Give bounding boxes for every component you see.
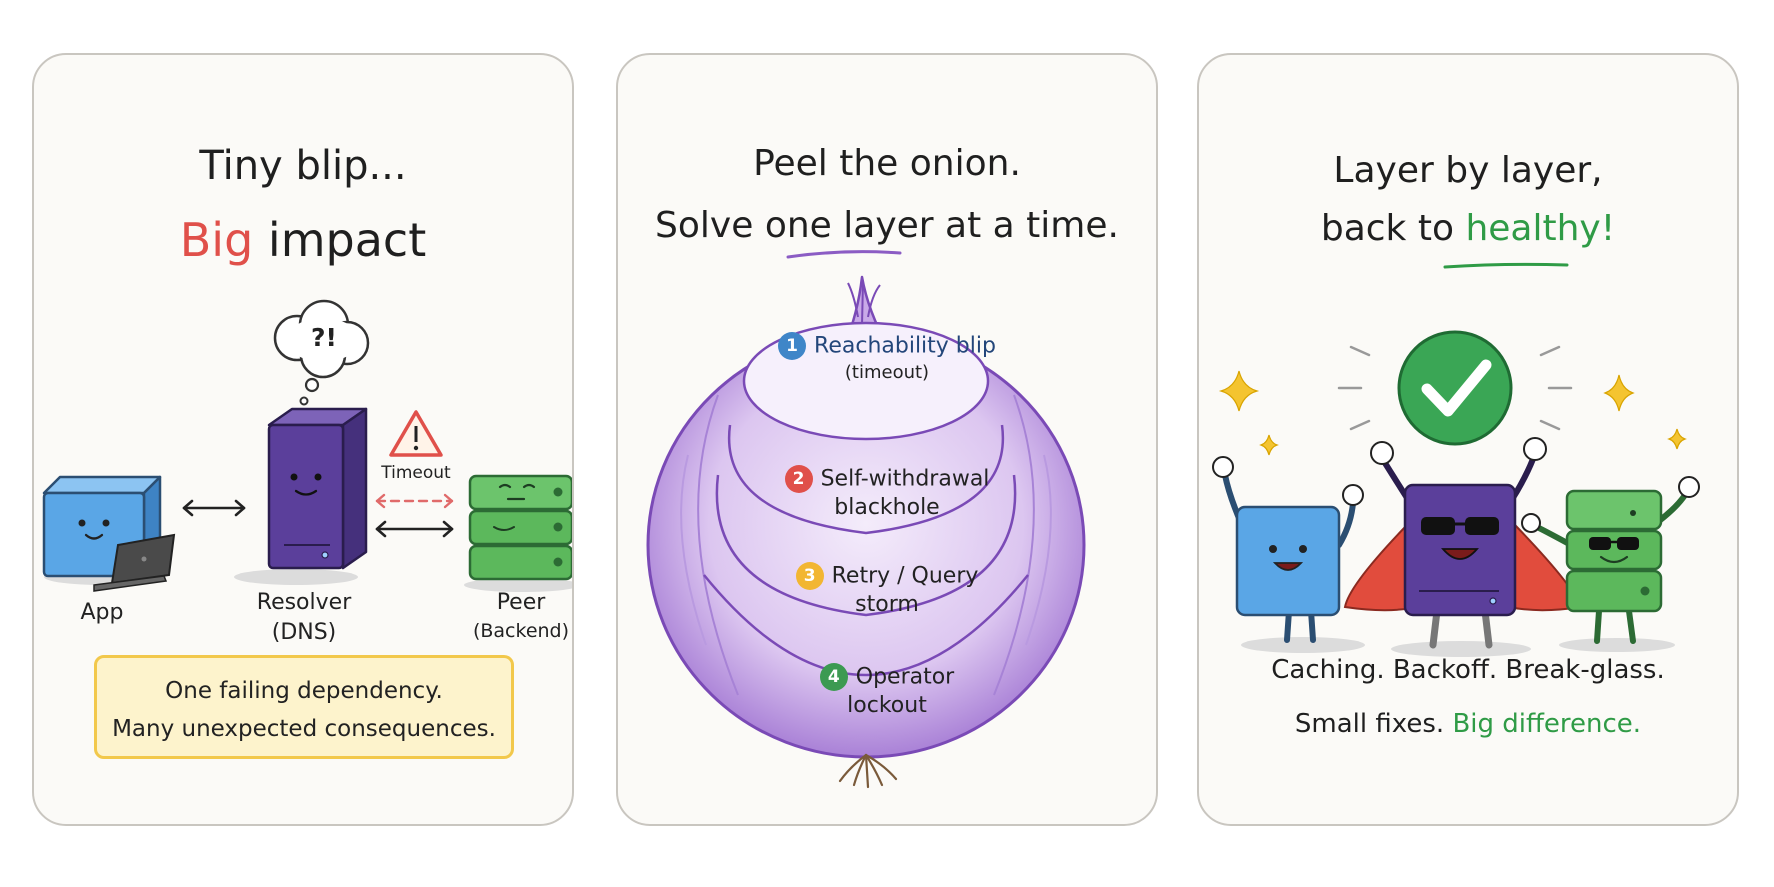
- layer-ring-2: [727, 424, 1005, 535]
- layer-ring-3: [715, 474, 1017, 617]
- callout-line1: One failing dependency.: [165, 678, 443, 704]
- callout-line2: Many unexpected consequences.: [112, 716, 496, 742]
- timeout-label: Timeout: [381, 463, 451, 483]
- thought-bubble: [273, 299, 370, 406]
- app-label: App: [80, 600, 124, 625]
- layer-3-subtitle: storm: [855, 592, 919, 617]
- app-character: [42, 475, 176, 592]
- layer-2-subtitle: blackhole: [834, 495, 940, 520]
- panel3-title-line1: Layer by layer,: [1333, 150, 1603, 191]
- healthy-underline: [1443, 262, 1569, 269]
- layer-3-badge: 3: [795, 562, 824, 590]
- panel1-illustration: [42, 299, 572, 592]
- purple-resolver-hero: [1343, 437, 1583, 657]
- layer-ring-1: [742, 321, 990, 441]
- layer-1-title: Reachability blip: [814, 333, 996, 359]
- healthy-highlight: healthy!: [1465, 208, 1616, 249]
- arrow-app-resolver: [182, 499, 246, 517]
- consequence-callout: One failing dependency. Many unexpected …: [94, 655, 514, 759]
- big-word: Big: [179, 213, 254, 267]
- peer-character: [464, 474, 572, 592]
- layer-3: 3 Retry / Query storm: [618, 562, 1156, 617]
- peer-sublabel: (Backend): [472, 620, 570, 642]
- layer-3-title: Retry / Query: [831, 563, 979, 589]
- panel2-title-line2: Solve one layer at a time.: [618, 205, 1156, 246]
- peer-label: Peer: [496, 590, 546, 615]
- layer-2: 2 Self-withdrawal blackhole: [618, 465, 1156, 520]
- sparkle-icons: [1218, 370, 1687, 456]
- layer-1-subtitle: (timeout): [844, 362, 930, 383]
- panel1-title-line2: Big impact: [34, 213, 572, 267]
- resolver-label: Resolver: [256, 590, 352, 615]
- impact-word: impact: [267, 213, 427, 267]
- layer-4-badge: 4: [819, 663, 848, 691]
- layer-4-title: Operator: [855, 664, 955, 690]
- timeout-arrow: [375, 493, 454, 509]
- blue-app-hero: [1212, 456, 1365, 653]
- onion-illustration: [646, 250, 1086, 789]
- layer-4: 4 Operator lockout: [618, 663, 1156, 718]
- layer-1: 1 Reachability blip (timeout): [618, 332, 1156, 383]
- panel-peel-onion: Peel the onion. Solve one layer at a tim…: [616, 53, 1158, 826]
- thought-text: ?!: [311, 323, 337, 352]
- panel3-footer-line2: Small fixes. Big difference.: [1199, 709, 1737, 739]
- rays: [1337, 345, 1573, 431]
- resolver-sublabel: (DNS): [271, 620, 337, 645]
- layer-ring-4: [703, 574, 1029, 677]
- big-difference-highlight: Big difference.: [1452, 709, 1642, 739]
- celebration-illustration: [1212, 262, 1700, 657]
- resolver-character: [234, 407, 368, 585]
- one-layer-underline: [786, 250, 902, 259]
- layer-4-subtitle: lockout: [847, 693, 927, 718]
- layer-1-badge: 1: [778, 332, 807, 360]
- arrow-resolver-peer: [375, 520, 454, 538]
- green-peer-hero: [1521, 476, 1700, 652]
- panel3-title-line2: back to healthy!: [1199, 208, 1737, 249]
- onion-roots: [838, 753, 898, 789]
- back-to-words: back to: [1320, 208, 1454, 249]
- panel3-footer-line1: Caching. Backoff. Break-glass.: [1271, 655, 1665, 685]
- panel-tiny-blip: Tiny blip... Big impact: [32, 53, 574, 826]
- panel-back-to-healthy: Layer by layer, back to healthy!: [1197, 53, 1739, 826]
- warning-icon: [389, 410, 443, 457]
- checkmark-icon: [1397, 330, 1513, 446]
- layer-2-title: Self-withdrawal: [820, 466, 990, 492]
- solve-word: Solve: [655, 205, 754, 246]
- at-a-time-words: at a time.: [945, 205, 1119, 246]
- panel1-title-line1: Tiny blip...: [199, 143, 407, 189]
- panel2-title-line1: Peel the onion.: [753, 143, 1021, 184]
- one-layer-highlight: one layer: [764, 205, 934, 246]
- layer-2-badge: 2: [784, 465, 813, 493]
- small-fixes-words: Small fixes.: [1294, 709, 1445, 739]
